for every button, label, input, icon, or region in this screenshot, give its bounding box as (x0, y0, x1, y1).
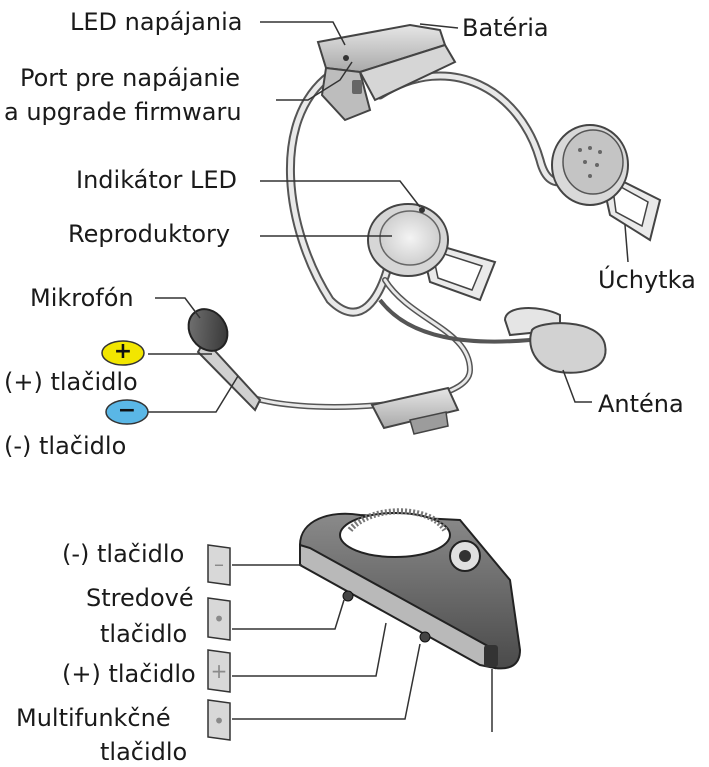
label-speakers: Reproduktory (68, 220, 230, 248)
boom-cable (245, 280, 470, 407)
label-battery: Batéria (462, 14, 549, 42)
label-minus-button-bottom: (-) tlačidlo (62, 540, 184, 568)
label-port-line2: a upgrade firmwaru (4, 98, 242, 126)
label-plus-button-bottom: (+) tlačidlo (62, 660, 196, 688)
rear-speaker (552, 125, 660, 240)
multi-tile-icon: • (208, 708, 230, 734)
microphone-boom (181, 302, 260, 410)
minus-tile-icon: – (208, 551, 230, 577)
label-indicator-led: Indikátor LED (76, 166, 237, 194)
label-center-line2: tlačidlo (100, 620, 187, 648)
label-antenna: Anténa (598, 390, 684, 418)
minus-badge: − (116, 398, 138, 424)
rear-band (380, 76, 565, 182)
battery-unit (318, 25, 455, 120)
label-port-line1: Port pre napájanie (20, 64, 240, 92)
label-minus-button-top: (-) tlačidlo (4, 432, 126, 460)
label-microphone: Mikrofón (30, 284, 134, 312)
cable-connector (372, 388, 458, 434)
center-tile-icon: • (208, 606, 230, 632)
plus-tile-icon: + (208, 658, 230, 684)
label-power-led: LED napájania (70, 8, 242, 36)
label-center-line1: Stredové (86, 584, 194, 612)
label-multi-line2: tlačidlo (100, 738, 187, 766)
label-clip: Úchytka (598, 266, 696, 294)
label-multi-line1: Multifunkčné (16, 704, 171, 732)
controller-unit (300, 511, 520, 668)
label-plus-button-top: (+) tlačidlo (4, 368, 138, 396)
plus-badge: + (112, 339, 134, 365)
